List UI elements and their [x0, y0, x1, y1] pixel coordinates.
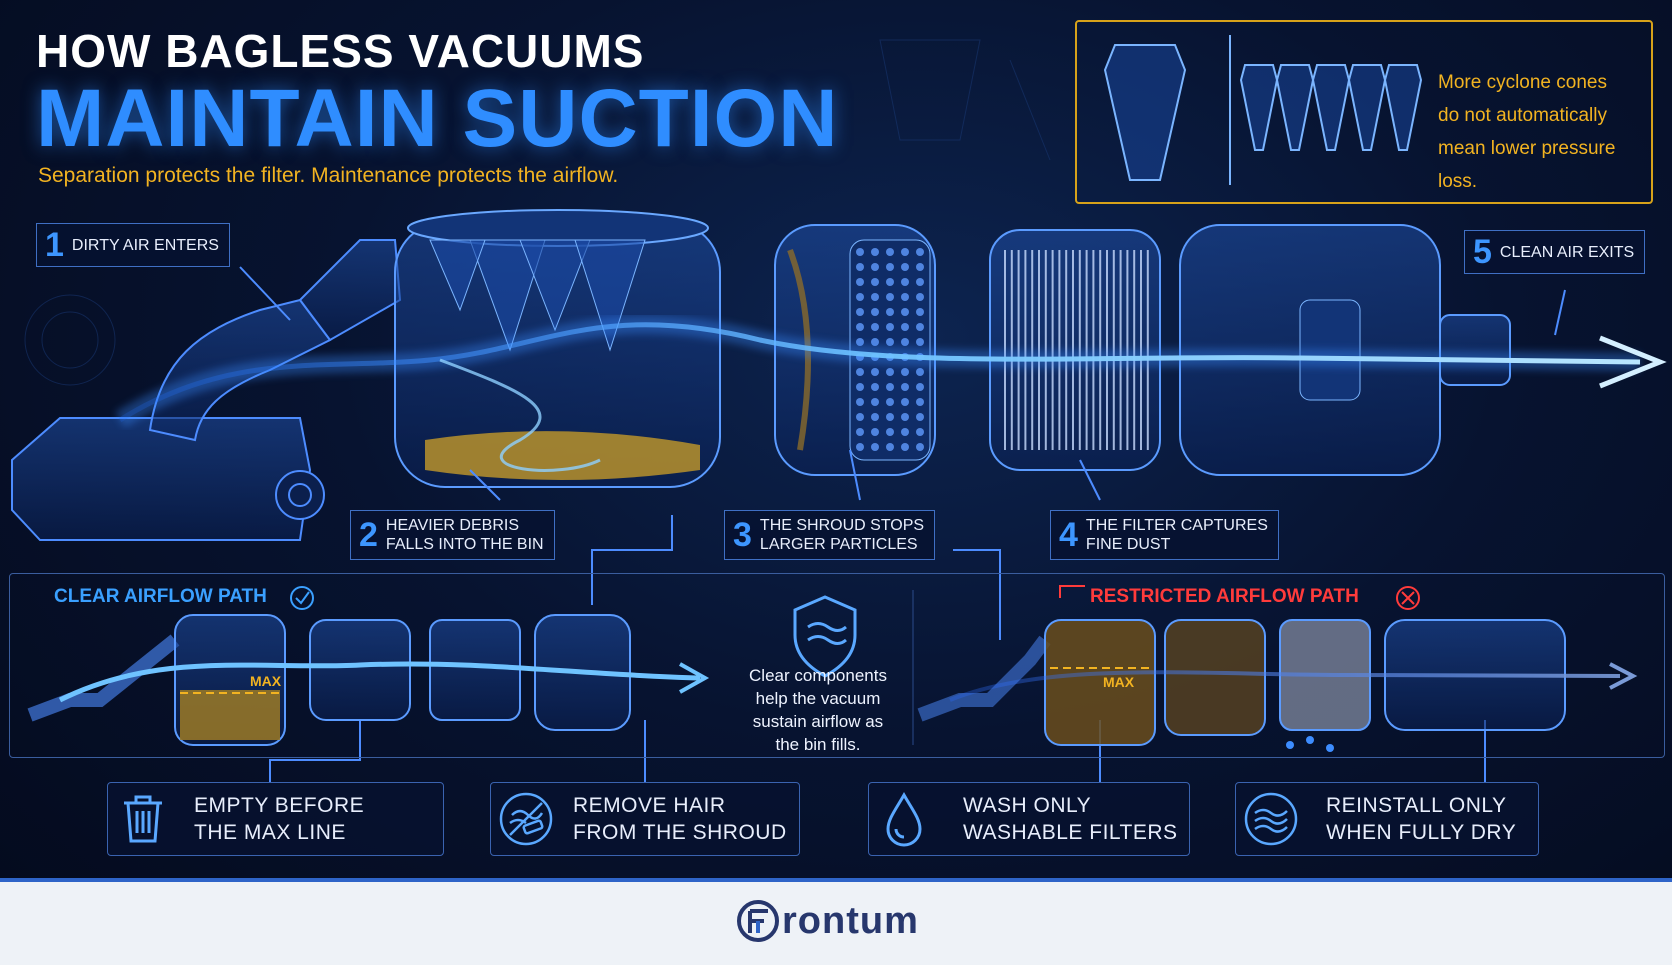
footer-bar: [0, 878, 1672, 965]
step-3-line-1: THE SHROUD STOPS: [759, 517, 925, 534]
water-drop-icon: [869, 784, 939, 854]
restricted-airflow-diagram: [917, 585, 1638, 752]
airflow-summary: Clear components help the vacuum sustain…: [728, 664, 908, 756]
summary-line-3: sustain airflow as: [752, 712, 884, 731]
background-blueprint: [24, 39, 1051, 386]
action-3-line-1: WASH ONLY: [963, 794, 1092, 817]
title-line-1: HOW BAGLESS VACUUMS: [36, 25, 645, 77]
step-3-line-2: LARGER PARTICLES: [759, 536, 918, 553]
step-4-callout: 4 THE FILTER CAPTURES FINE DUST: [1050, 510, 1279, 560]
wand-tube: [148, 239, 402, 442]
step-4-line-2: FINE DUST: [1085, 536, 1171, 553]
multi-cone-diagram: [1239, 64, 1423, 151]
restricted-airflow-label: RESTRICTED AIRFLOW PATH: [1090, 586, 1359, 607]
subtitle: Separation protects the filter. Maintena…: [38, 164, 619, 187]
airflow-stream: [115, 315, 1667, 472]
trash-bin-icon: [108, 784, 178, 854]
air-dry-icon: [1236, 784, 1306, 854]
summary-line-4: the bin fills.: [775, 735, 861, 754]
step-2-callout: 2 HEAVIER DEBRIS FALLS INTO THE BIN: [350, 510, 555, 560]
step-1-number: 1: [45, 226, 64, 264]
brand-logo: rontum: [736, 895, 919, 947]
action-2-line-2: FROM THE SHROUD: [573, 821, 787, 844]
action-4-line-2: WHEN FULLY DRY: [1326, 821, 1517, 844]
summary-line-1: Clear components: [749, 666, 887, 685]
step-2-line-1: HEAVIER DEBRIS: [385, 517, 519, 534]
hair-removal-icon: [491, 784, 561, 854]
action-wash-filters: WASH ONLY WASHABLE FILTERS: [868, 782, 1190, 856]
title-line-2: MAINTAIN SUCTION: [36, 73, 839, 164]
summary-line-2: help the vacuum: [755, 689, 881, 708]
step-4-number: 4: [1059, 516, 1078, 554]
floor-head: [11, 417, 325, 541]
single-cone-diagram: [1103, 35, 1231, 185]
step-2-line-2: FALLS INTO THE BIN: [385, 536, 544, 553]
clear-airflow-diagram: [27, 586, 710, 746]
action-4-line-1: REINSTALL ONLY: [1326, 794, 1507, 817]
cone-note: More cyclone cones do not automatically …: [1438, 66, 1648, 198]
callout-leaders: [239, 266, 1566, 782]
step-2-number: 2: [359, 516, 378, 554]
action-1-line-2: THE MAX LINE: [194, 821, 346, 844]
cone-note-line-2: do not automatically: [1438, 105, 1607, 126]
action-1-line-1: EMPTY BEFORE: [194, 794, 365, 817]
step-1-label: DIRTY AIR ENTERS: [71, 236, 219, 254]
step-5-callout: 5 CLEAN AIR EXITS: [1464, 230, 1646, 274]
step-4-line-1: THE FILTER CAPTURES: [1085, 517, 1268, 534]
max-line-label-clear: MAX: [250, 673, 282, 689]
action-remove-hair: REMOVE HAIR FROM THE SHROUD: [490, 782, 800, 856]
brand-name: rontum: [782, 899, 919, 942]
step-1-callout: 1 DIRTY AIR ENTERS: [36, 223, 230, 267]
airflow-comparison-panel: [9, 573, 1665, 758]
brand-mark-icon: [737, 900, 779, 942]
cone-note-line-3: mean lower pressure loss.: [1438, 138, 1616, 192]
action-dry-filters: REINSTALL ONLY WHEN FULLY DRY: [1235, 782, 1539, 856]
shield-airflow-icon: [793, 595, 857, 678]
max-line-label-restricted: MAX: [1103, 674, 1135, 690]
cyclone-bin: [394, 209, 721, 488]
step-3-callout: 3 THE SHROUD STOPS LARGER PARTICLES: [724, 510, 936, 560]
cone-comparison-panel: [1075, 20, 1653, 204]
action-2-line-1: REMOVE HAIR: [573, 794, 726, 817]
step-5-label: CLEAN AIR EXITS: [1499, 243, 1635, 261]
action-empty-bin: EMPTY BEFORE THE MAX LINE: [107, 782, 444, 856]
action-3-line-2: WASHABLE FILTERS: [963, 821, 1178, 844]
step-5-number: 5: [1473, 233, 1492, 271]
cone-note-line-1: More cyclone cones: [1438, 72, 1607, 93]
clear-airflow-label: CLEAR AIRFLOW PATH: [54, 586, 267, 607]
step-3-number: 3: [733, 516, 752, 554]
